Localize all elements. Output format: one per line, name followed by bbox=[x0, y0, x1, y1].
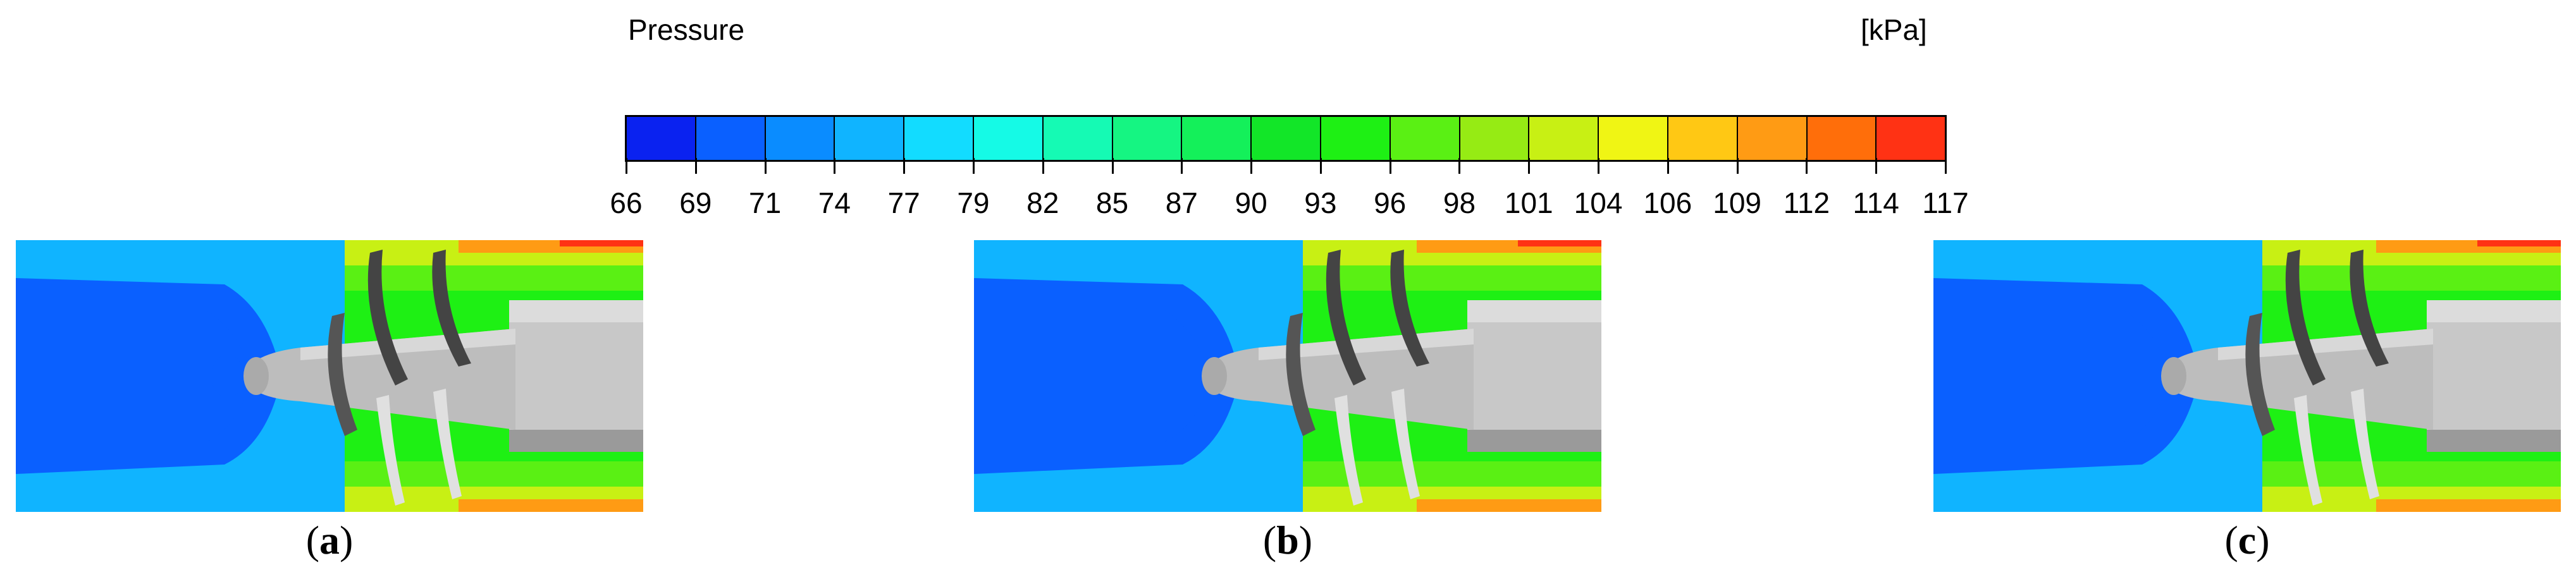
colorbar-tick-label: 71 bbox=[748, 186, 782, 219]
colorbar-tick-label: 117 bbox=[1922, 186, 1969, 219]
colorbar-swatch bbox=[904, 117, 974, 160]
colorbar-tick-label: 69 bbox=[679, 186, 712, 219]
pressure-contour-propeller-image bbox=[1933, 240, 2561, 512]
colorbar-tick-label: 112 bbox=[1783, 186, 1830, 219]
colorbar-tick bbox=[1458, 158, 1461, 174]
colorbar-swatch bbox=[1529, 117, 1599, 160]
colorbar-tick-label: 98 bbox=[1443, 186, 1476, 219]
colorbar-tick bbox=[903, 158, 906, 174]
colorbar-tick-label: 74 bbox=[818, 186, 851, 219]
colorbar-tick-label: 79 bbox=[957, 186, 990, 219]
colorbar-swatch bbox=[1668, 117, 1738, 160]
colorbar-swatch bbox=[765, 117, 835, 160]
colorbar-tick-label: 93 bbox=[1304, 186, 1337, 219]
colorbar-tick-label: 82 bbox=[1026, 186, 1059, 219]
colorbar-tick-label: 85 bbox=[1095, 186, 1129, 219]
colorbar-tick bbox=[626, 158, 627, 174]
colorbar-tick-label: 87 bbox=[1165, 186, 1198, 219]
colorbar-tick-label: 90 bbox=[1235, 186, 1267, 219]
colorbar-tick bbox=[764, 158, 767, 174]
colorbar-swatch bbox=[1460, 117, 1530, 160]
colorbar-ticks: 66 69 71 74 77 79 82 85 87 90 93 96 98 101 104 106 109 11… bbox=[0, 158, 2576, 219]
colorbar-tick-label: 66 bbox=[610, 186, 643, 219]
colorbar-tick bbox=[1319, 158, 1322, 174]
pressure-colorbar bbox=[625, 115, 1947, 162]
colorbar-swatch bbox=[1877, 117, 1945, 160]
colorbar-tick-label: 101 bbox=[1504, 186, 1553, 219]
colorbar-tick bbox=[1528, 158, 1531, 174]
caption-b: (b) bbox=[1262, 518, 1313, 562]
colorbar-tick-label: 109 bbox=[1713, 186, 1761, 219]
legend-unit: [kPa] bbox=[1861, 13, 1927, 46]
colorbar-swatch bbox=[1599, 117, 1668, 160]
panel-c bbox=[1933, 240, 2561, 512]
colorbar-tick bbox=[1181, 158, 1183, 174]
colorbar-tick bbox=[1389, 158, 1391, 174]
colorbar-tick bbox=[972, 158, 975, 174]
panel-a bbox=[16, 240, 643, 512]
caption-c: (c) bbox=[2224, 518, 2270, 562]
colorbar-tick-label: 96 bbox=[1374, 186, 1407, 219]
colorbar-tick bbox=[1598, 158, 1600, 174]
colorbar-swatch bbox=[1043, 117, 1113, 160]
colorbar-swatch bbox=[835, 117, 905, 160]
colorbar-swatch bbox=[973, 117, 1044, 160]
colorbar-swatch bbox=[1182, 117, 1252, 160]
caption-a: (a) bbox=[305, 518, 354, 562]
colorbar-tick bbox=[1667, 158, 1669, 174]
colorbar-tick bbox=[1945, 158, 1947, 174]
colorbar-swatch bbox=[1807, 117, 1877, 160]
colorbar-tick bbox=[1875, 158, 1878, 174]
colorbar-tick-label: 77 bbox=[887, 186, 920, 219]
colorbar-tick bbox=[694, 158, 697, 174]
colorbar-swatch bbox=[1112, 117, 1183, 160]
colorbar-swatch bbox=[627, 117, 696, 160]
colorbar-tick bbox=[1250, 158, 1253, 174]
colorbar-swatch bbox=[1390, 117, 1460, 160]
colorbar-swatch bbox=[1321, 117, 1391, 160]
colorbar-tick bbox=[1806, 158, 1808, 174]
colorbar-tick bbox=[1736, 158, 1739, 174]
colorbar-tick bbox=[1042, 158, 1044, 174]
colorbar-tick bbox=[1111, 158, 1114, 174]
colorbar-swatch bbox=[696, 117, 766, 160]
colorbar-tick-label: 104 bbox=[1574, 186, 1623, 219]
colorbar-tick-label: 106 bbox=[1643, 186, 1692, 219]
colorbar-tick-label: 114 bbox=[1852, 186, 1899, 219]
colorbar-swatch bbox=[1737, 117, 1808, 160]
panel-b bbox=[974, 240, 1601, 512]
colorbar-tick bbox=[834, 158, 836, 174]
colorbar-swatch bbox=[1252, 117, 1321, 160]
pressure-contour-propeller-image bbox=[974, 240, 1601, 512]
legend-title: Pressure bbox=[628, 13, 745, 46]
pressure-contour-propeller-image bbox=[16, 240, 643, 512]
